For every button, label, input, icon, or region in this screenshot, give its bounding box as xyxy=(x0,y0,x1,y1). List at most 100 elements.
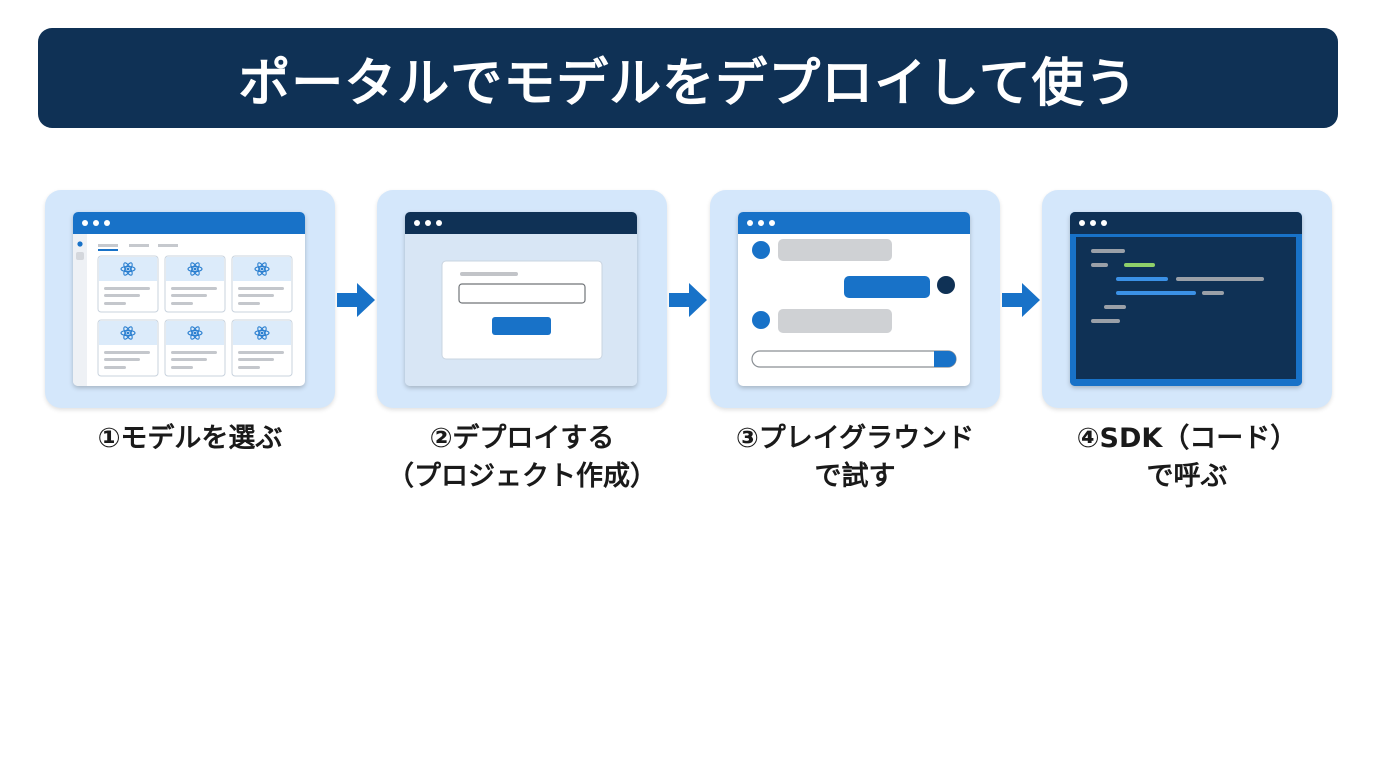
bot-avatar-icon xyxy=(752,241,770,259)
step-3-label: ③プレイグラウンド で試す xyxy=(710,420,1000,496)
window-dot xyxy=(104,220,110,226)
card-text-line xyxy=(238,287,284,290)
code-token-string xyxy=(1124,263,1155,267)
send-button xyxy=(934,351,956,367)
model-catalog-screen xyxy=(73,234,293,386)
window-dot xyxy=(1090,220,1096,226)
step-4-card xyxy=(1042,190,1332,408)
model-card xyxy=(231,319,293,377)
code-token xyxy=(1176,277,1264,281)
window-titlebar xyxy=(738,212,970,234)
step-1-card xyxy=(45,190,335,408)
arrow-right-icon xyxy=(1002,283,1040,317)
step-3-card xyxy=(710,190,1000,408)
atom-icon xyxy=(120,262,136,276)
playground-screen xyxy=(751,239,957,368)
step-label-line: ③プレイグラウンド xyxy=(735,423,975,454)
window-dot xyxy=(747,220,753,226)
window-dot xyxy=(1101,220,1107,226)
window-titlebar xyxy=(1070,212,1302,234)
project-name-input xyxy=(458,283,586,304)
playground-window xyxy=(738,212,970,386)
code-token-keyword xyxy=(1116,291,1196,295)
deploy-button xyxy=(492,317,551,335)
window-dot xyxy=(1079,220,1085,226)
card-text-line xyxy=(171,351,217,354)
card-text-line xyxy=(171,302,193,305)
card-text-line xyxy=(238,302,260,305)
window-dot xyxy=(436,220,442,226)
window-dot xyxy=(414,220,420,226)
window-dot xyxy=(82,220,88,226)
step-label-line: で試す xyxy=(814,461,896,492)
card-text-line xyxy=(104,366,126,369)
model-card xyxy=(164,255,226,313)
catalog-tab-underline xyxy=(98,249,118,251)
code-line xyxy=(1091,249,1125,253)
atom-icon xyxy=(187,326,203,340)
bot-avatar-icon xyxy=(752,311,770,329)
code-editor-screen xyxy=(1070,234,1302,386)
card-text-line xyxy=(238,366,260,369)
card-text-line xyxy=(171,287,217,290)
catalog-tab xyxy=(158,244,178,247)
step-label-line: （プロジェクト作成） xyxy=(387,461,657,492)
catalog-tab xyxy=(98,244,118,247)
model-card xyxy=(164,319,226,377)
card-text-line xyxy=(171,358,207,361)
card-text-line xyxy=(104,294,140,297)
sidebar-active-dot xyxy=(77,241,83,247)
code-token xyxy=(1091,263,1108,267)
page-title: ポータルでモデルをデプロイして使う xyxy=(238,53,1138,114)
window-titlebar xyxy=(405,212,637,234)
card-text-line xyxy=(238,294,274,297)
card-text-line xyxy=(238,358,274,361)
model-catalog-window xyxy=(73,212,305,386)
model-card xyxy=(97,255,159,313)
step-label-line: ④SDK（コード） xyxy=(1076,423,1298,454)
arrow-right-icon xyxy=(669,283,707,317)
card-text-line xyxy=(104,358,140,361)
card-text-line xyxy=(104,302,126,305)
chat-bubble-assistant xyxy=(778,239,892,261)
arrow-right-icon xyxy=(337,283,375,317)
chat-bubble-user xyxy=(844,276,930,298)
chat-input xyxy=(751,350,957,368)
card-text-line xyxy=(238,351,284,354)
deploy-window xyxy=(405,212,637,386)
step-1-label: ①モデルを選ぶ xyxy=(45,420,335,458)
card-text-line xyxy=(104,351,150,354)
window-titlebar xyxy=(73,212,305,234)
step-4-label: ④SDK（コード） で呼ぶ xyxy=(1042,420,1332,496)
catalog-tab xyxy=(129,244,149,247)
atom-icon xyxy=(254,326,270,340)
step-label-line: で呼ぶ xyxy=(1146,461,1228,492)
atom-icon xyxy=(187,262,203,276)
title-banner: ポータルでモデルをデプロイして使う xyxy=(38,28,1338,128)
card-text-line xyxy=(171,366,193,369)
user-avatar-icon xyxy=(937,276,955,294)
atom-icon xyxy=(120,326,136,340)
sidebar-item xyxy=(76,252,84,260)
code-token-keyword xyxy=(1116,277,1168,281)
window-dot xyxy=(93,220,99,226)
model-card xyxy=(97,319,159,377)
code-token xyxy=(1202,291,1224,295)
step-label-line: ②デプロイする xyxy=(429,423,615,454)
window-dot xyxy=(769,220,775,226)
card-text-line xyxy=(104,287,150,290)
step-label-line: ①モデルを選ぶ xyxy=(97,423,283,454)
code-line xyxy=(1104,305,1126,309)
step-2-label: ②デプロイする （プロジェクト作成） xyxy=(377,420,667,496)
card-text-line xyxy=(171,294,207,297)
deploy-screen xyxy=(405,234,637,386)
code-line xyxy=(1091,319,1120,323)
window-dot xyxy=(758,220,764,226)
code-editor-window xyxy=(1070,212,1302,386)
model-card-grid xyxy=(97,255,293,377)
chat-bubble-assistant xyxy=(778,309,892,333)
catalog-sidebar xyxy=(73,234,87,386)
window-dot xyxy=(425,220,431,226)
model-card xyxy=(231,255,293,313)
dialog-label xyxy=(460,272,518,276)
